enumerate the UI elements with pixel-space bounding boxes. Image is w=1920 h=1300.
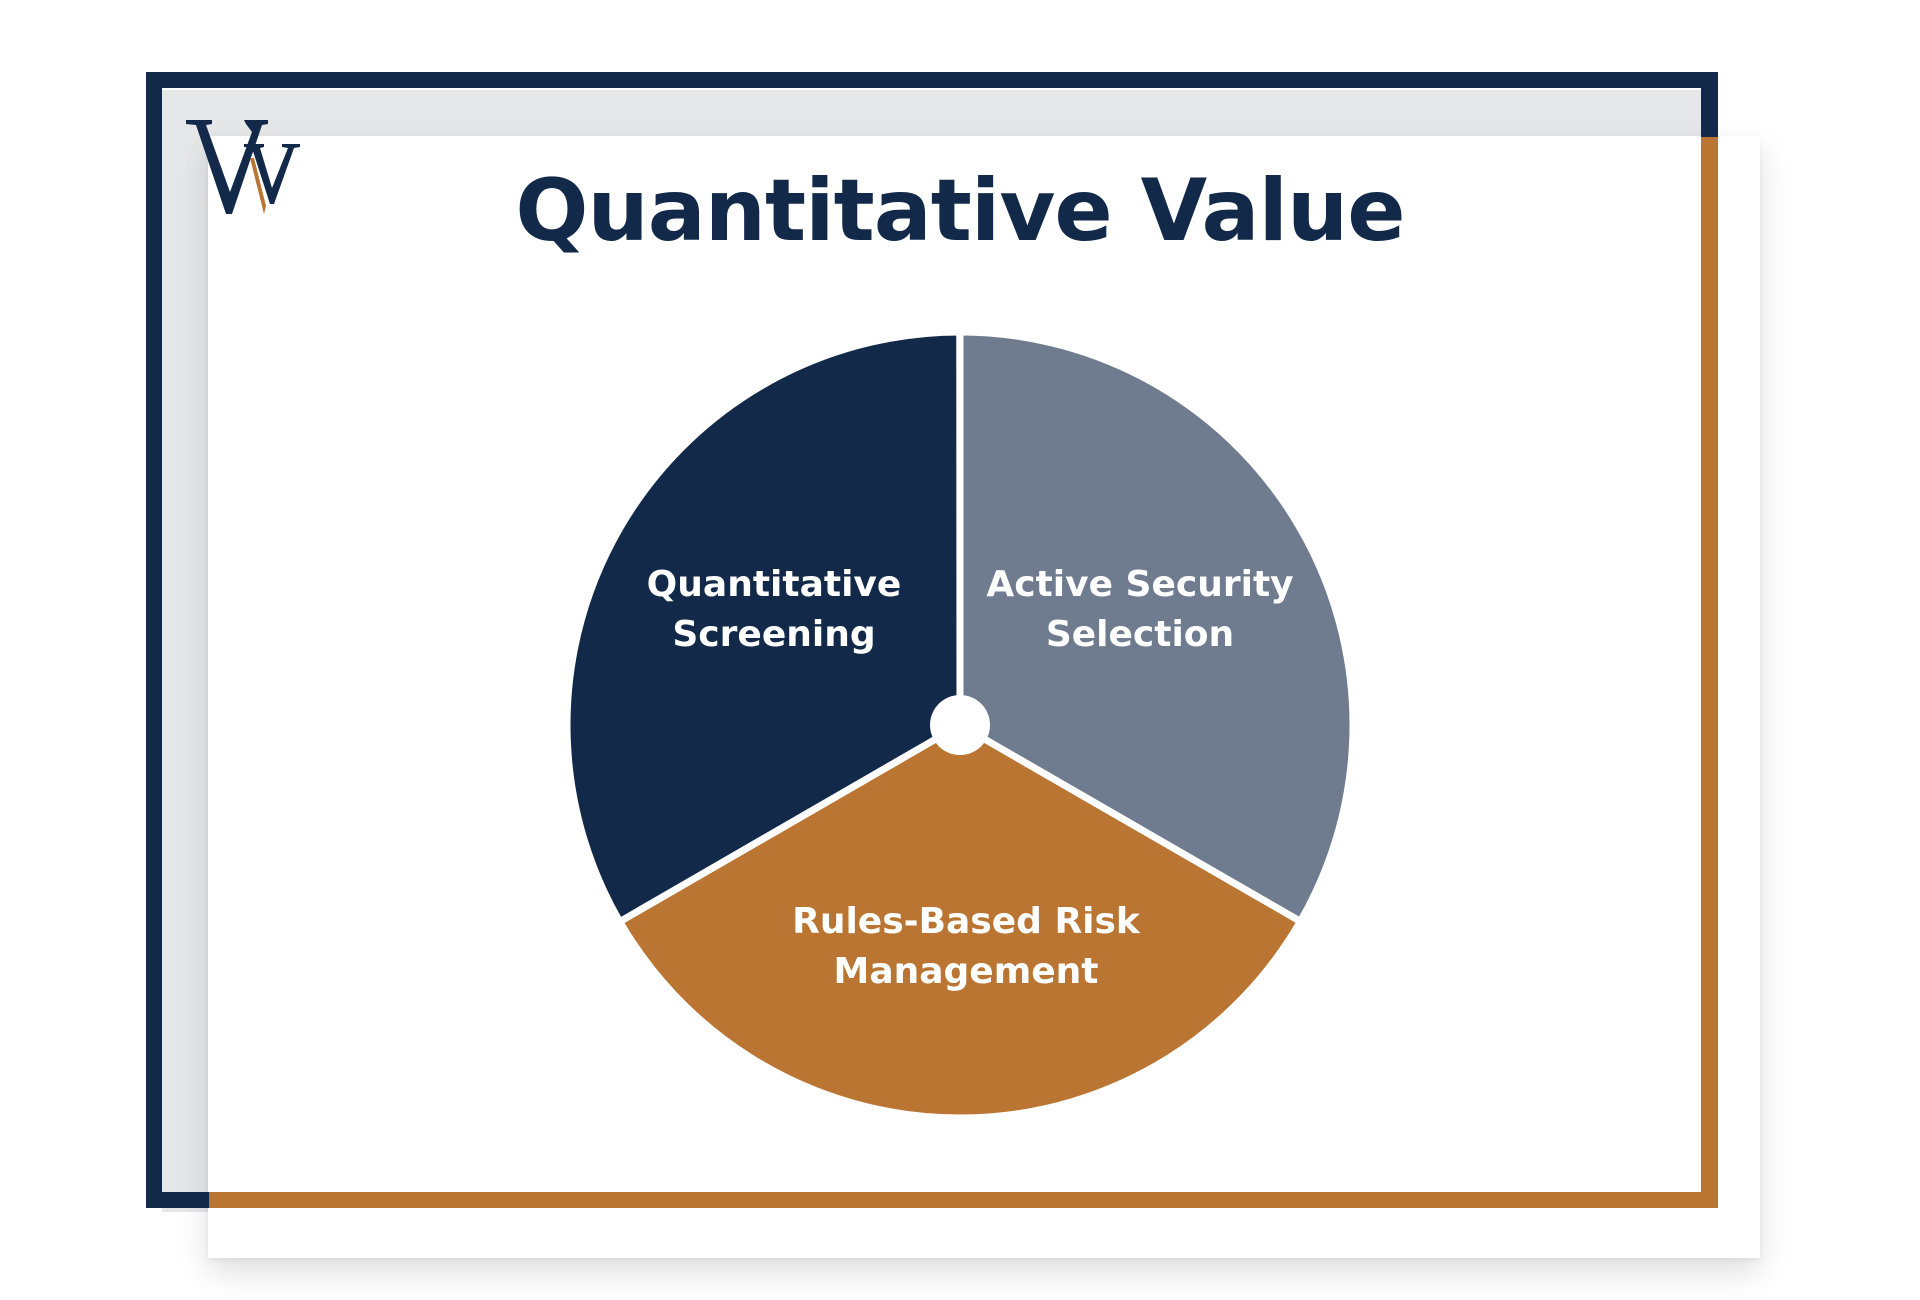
segment-label-selection-line1: Active Security (986, 564, 1294, 605)
logo-v-accent (250, 158, 266, 214)
segment-label-risk-line1: Rules-Based Risk (792, 901, 1140, 942)
vv-monogram-icon (186, 120, 300, 214)
pie-slice-screening (563, 328, 964, 926)
segment-label-selection: Active Security Selection (950, 560, 1330, 660)
frame-navy-corner (146, 72, 1718, 1208)
pie-center-hole (930, 695, 990, 755)
frame-navy-right-stub (1701, 72, 1718, 138)
frame-navy-bottom-stub (146, 1192, 210, 1208)
logo-v-primary (186, 120, 268, 214)
segment-label-screening-line1: Quantitative (646, 564, 902, 605)
segment-label-screening-line2: Screening (672, 614, 876, 655)
frame-copper-right (1701, 137, 1718, 1208)
pie-slice-selection (956, 328, 1357, 925)
segment-label-risk: Rules-Based Risk Management (776, 897, 1156, 997)
segment-label-selection-line2: Selection (1045, 614, 1235, 655)
segment-label-risk-line2: Management (833, 951, 1099, 992)
segment-label-screening: Quantitative Screening (584, 560, 964, 660)
pie-slice-risk (616, 721, 1304, 1122)
logo-v-secondary (244, 144, 300, 204)
frame-copper-bottom (209, 1192, 1718, 1208)
page-title: Quantitative Value (515, 161, 1405, 261)
